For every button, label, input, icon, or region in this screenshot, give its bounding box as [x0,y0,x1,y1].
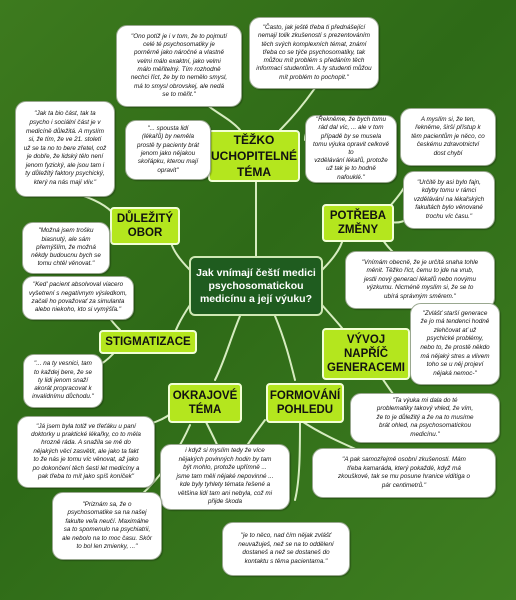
quote-oddeleni: "je to něco, nad čím nějak zvlášť neuvaž… [222,522,350,576]
quote-vice-casu: "Určitě by asi bylo fajn, kdyby tomu v r… [403,171,495,229]
quote-bio-psycho-social: "Jak ta bio část, tak ta psycho i sociál… [15,101,115,197]
quote-snaha-menit: "Vnímám obecně, že je určitá snaha tohle… [345,251,495,309]
topic-stigmatizace: STIGMATIZACE [99,330,197,354]
topic-formovani-pohledu: FORMOVÁNÍ POHLEDU [266,383,344,423]
topic-tezko-uchopitelne-tema: TĚŽKO UCHOPITELNÉ TÉMA [208,130,300,182]
quote-prakticka-lekarka: "Já jsem byla totiž ve třeťáku u paní do… [17,416,155,488]
quote-skorapka: "... spousta lidí (lékařů) by neměla pro… [125,120,211,180]
quote-prednasejici: "Často, jak ještě třeba ti přednášející … [249,17,379,89]
quote-mereni: "Ono potíž je i v tom, že to pojmutí cel… [116,25,242,107]
topic-vyvoj-napric-generacemi: VÝVOJ NAPŘÍČ GENERACEMI [322,328,410,380]
quote-biasnuty: "Možná jsem trošku biasnutý, ale sám pře… [22,222,110,274]
quote-vesnice: "... na ty vesnici, tam to každej bere, … [23,354,103,408]
quote-sirsi-pristup: A myslím si, že ten, řekněme, širší přís… [400,108,496,166]
quote-vice-vyuky: "Řekněme, že bych tomu rád dal víc, ... … [305,115,397,183]
quote-simulant: "Ked' pacient absolvoval viacero vyšetre… [22,276,134,320]
topic-dulezity-obor: DŮLEŽITÝ OBOR [110,207,180,245]
central-question: Jak vnímají čeští medici psychosomaticko… [189,256,323,316]
quote-fakulta-slovak: "Priznám sa, že o psychosomatike sa na n… [52,492,162,560]
topic-okrajove-tema: OKRAJOVÉ TÉMA [168,383,242,423]
quote-povinne-hodiny: i když si myslím tedy že více nějakých p… [160,444,290,510]
quote-osobni-zkusenosti: "A pak samozřejmě osobní zkušenosti. Mám… [312,448,496,498]
quote-starsi-generace: "Zvlášť starší generace že jo má tendenc… [410,303,500,385]
quote-vyuka-vhled: "Ta výuka mi dala do té problematiky tak… [350,393,500,443]
topic-potreba-zmeny: POTŘEBA ZMĚNY [322,204,394,242]
